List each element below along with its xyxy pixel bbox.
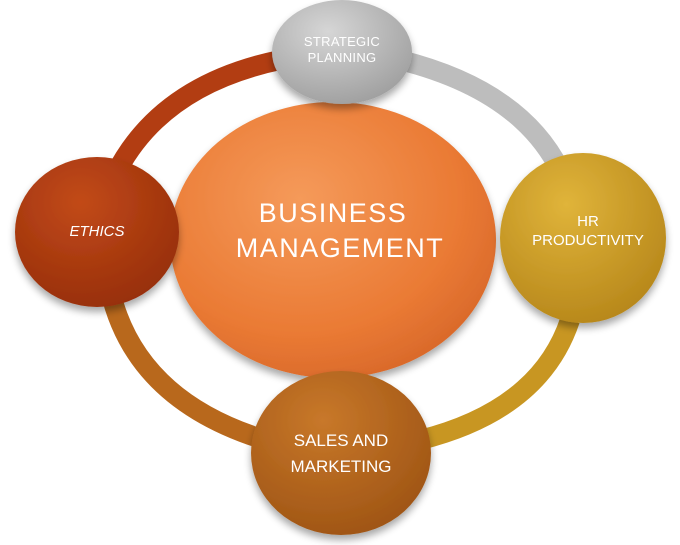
strategic-planning-label-line2: PLANNING <box>308 50 377 65</box>
ethics-circle <box>15 157 179 307</box>
ring-arc-sales-to-ethics <box>100 287 268 450</box>
center-title-line2: MANAGEMENT <box>236 233 445 263</box>
ring-arc-strategic-to-hr <box>397 50 569 175</box>
sales-marketing-label-line1: SALES AND <box>294 431 389 450</box>
sales-marketing-label-line2: MARKETING <box>290 457 391 476</box>
hr-productivity-label-line1: HR <box>577 213 599 230</box>
ring-arc-ethics-to-strategic <box>106 50 283 180</box>
node-sales-marketing <box>251 371 431 535</box>
connector-ring <box>100 50 580 450</box>
strategic-planning-circle <box>272 0 412 104</box>
hr-productivity-label-line2: PRODUCTIVITY <box>532 232 644 249</box>
node-strategic-planning <box>272 0 412 104</box>
center-node <box>170 102 496 378</box>
sales-marketing-circle <box>251 371 431 535</box>
strategic-planning-label-line1: STRATEGIC <box>304 34 380 49</box>
hr-productivity-circle <box>500 153 666 323</box>
center-title-line1: BUSINESS <box>259 198 408 228</box>
node-ethics <box>15 157 179 307</box>
node-hr-productivity <box>500 153 666 323</box>
ring-arc-hr-to-sales <box>417 316 580 450</box>
ethics-label: ETHICS <box>69 223 124 240</box>
center-circle <box>170 102 496 378</box>
